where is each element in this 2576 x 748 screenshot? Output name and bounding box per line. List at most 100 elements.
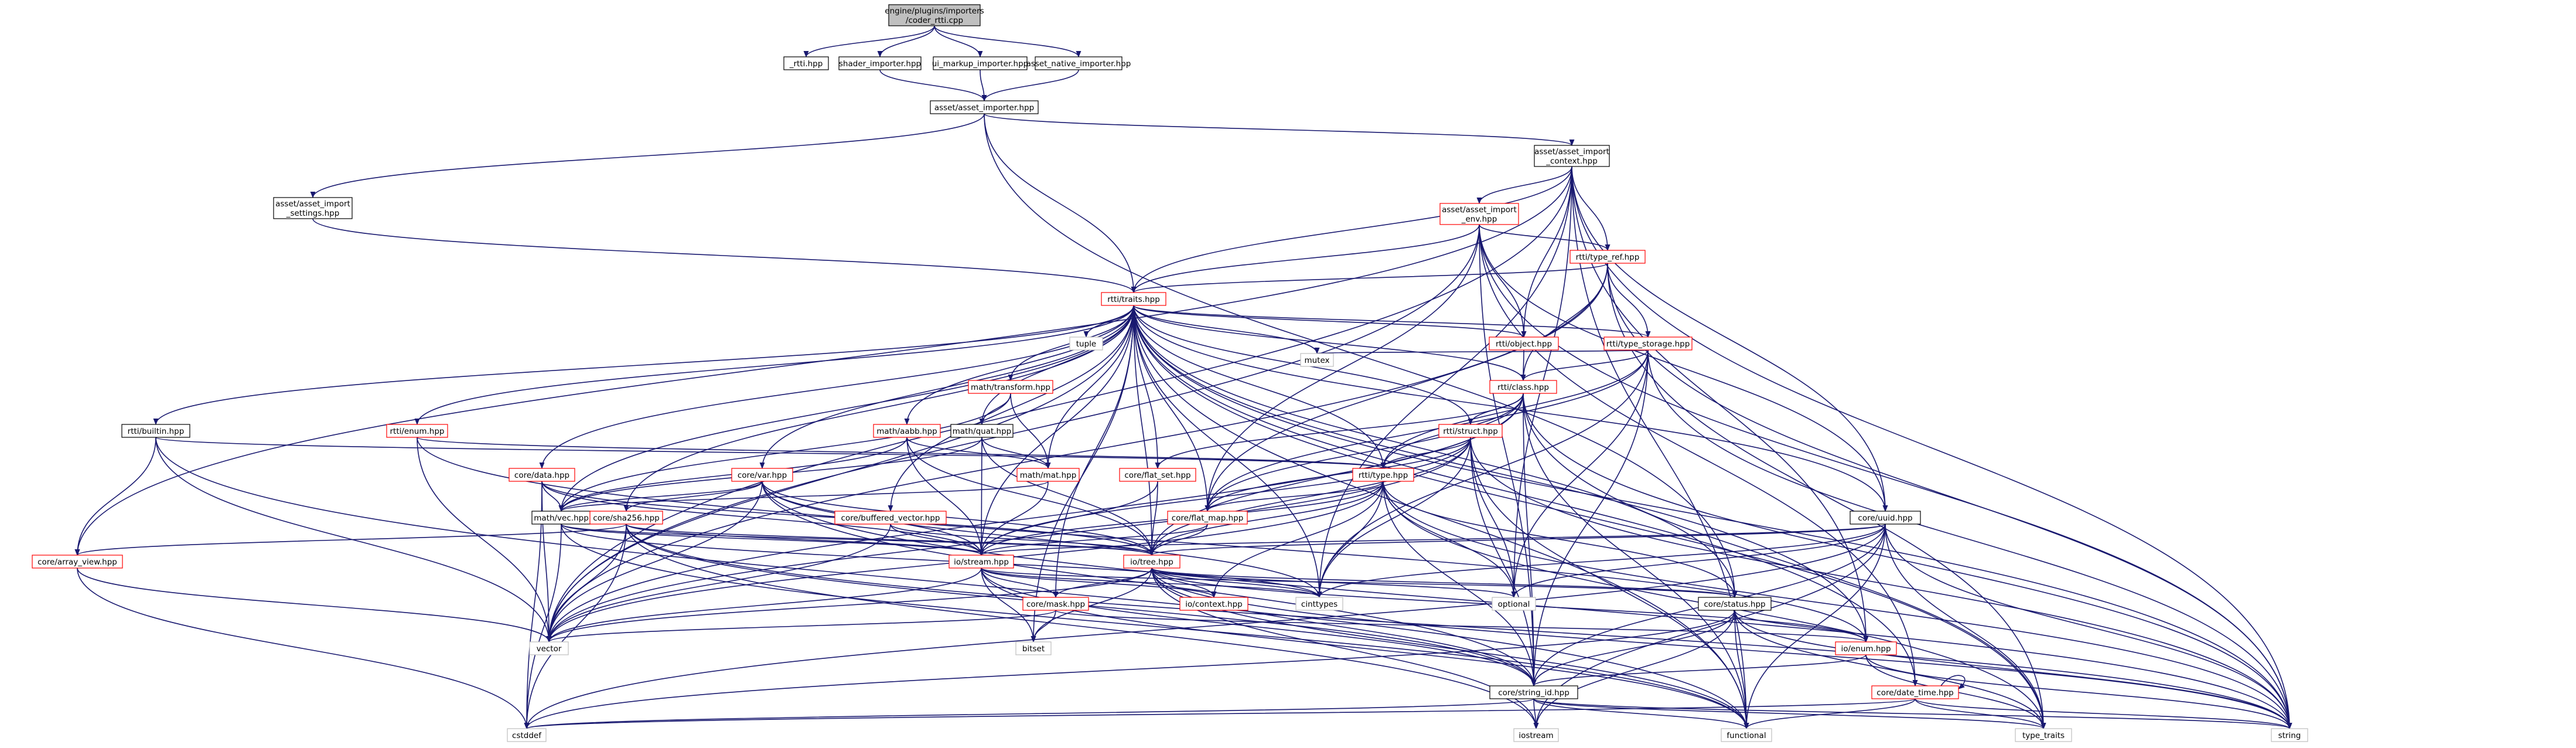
edge-builtin-to-rtti_type [155, 437, 1386, 470]
node-core-uuid[interactable]: core/uuid.hpp [1850, 511, 1921, 525]
node-shader-importer[interactable]: shader_importer.hpp [838, 56, 922, 70]
node-label: _context.hpp [1545, 157, 1598, 166]
node-core-var[interactable]: core/var.hpp [731, 468, 793, 482]
node-asset-import-env[interactable]: asset/asset_import_env.hpp [1439, 203, 1519, 225]
node-class[interactable]: rtti/class.hpp [1489, 380, 1557, 394]
edge-traits-to-vector [546, 305, 1134, 643]
edge-traits-to-functional [1133, 305, 1749, 730]
node-math-quat[interactable]: math/quat.hpp [950, 424, 1014, 438]
node-math-vec[interactable]: math/vec.hpp [531, 511, 591, 525]
edge-rtti_type-to-core_string_id [1383, 481, 1537, 687]
node-io-context[interactable]: io/context.hpp [1179, 597, 1248, 611]
node-core-status[interactable]: core/status.hpp [1698, 597, 1772, 611]
edge-traits-to-builtin [153, 305, 1134, 426]
edge-asset_importer-to-traits [984, 113, 1137, 294]
node-label: math/transform.hpp [971, 383, 1050, 392]
edge-asset_import_context-to-string [1571, 166, 2292, 730]
node-bitset[interactable]: bitset [1015, 641, 1052, 655]
node-asset-importer[interactable]: asset/asset_importer.hpp [930, 100, 1039, 114]
node-ui-markup[interactable]: ui_markup_importer.hpp [932, 56, 1029, 70]
node-core-sha256[interactable]: core/sha256.hpp [589, 511, 663, 525]
edge-core_status-to-string [1734, 610, 2292, 730]
node-tuple[interactable]: tuple [1069, 336, 1103, 351]
node-label: io/enum.hpp [1841, 644, 1891, 654]
edge-core_sha256-to-io_tree [626, 523, 1155, 556]
node-label: cstddef [512, 731, 542, 740]
edge-asset_import_env-to-vector [546, 224, 1480, 643]
node-core-string-id[interactable]: core/string_id.hpp [1489, 685, 1578, 699]
node-label: tuple [1076, 339, 1096, 349]
edge-struct-to-io_stream [978, 437, 1471, 556]
node-type-ref[interactable]: rtti/type_ref.hpp [1570, 250, 1646, 264]
edge-core_uuid-to-cinttypes [1316, 523, 1886, 599]
node-asset-native[interactable]: asset_native_importer.hpp [1026, 56, 1131, 70]
node-io-enum[interactable]: io/enum.hpp [1835, 641, 1897, 655]
edge-asset_import_env-to-core_flat_map [1205, 224, 1480, 512]
node-builtin[interactable]: rtti/builtin.hpp [121, 424, 190, 438]
node-math-aabb[interactable]: math/aabb.hpp [873, 424, 941, 438]
edge-math_quat-to-io_tree [981, 437, 1155, 556]
edge-math_vec-to-cstddef [524, 523, 562, 730]
node-type-traits[interactable]: type_traits [2015, 728, 2072, 742]
node-enum[interactable]: rtti/enum.hpp [386, 424, 448, 438]
node-rtti-type[interactable]: rtti/type.hpp [1352, 468, 1414, 482]
node-io-stream[interactable]: io/stream.hpp [948, 555, 1014, 569]
node-optional[interactable]: optional [1492, 597, 1536, 611]
edge-rtti_type-to-io_context [1211, 481, 1384, 599]
edge-core_date_time-to-functional [1744, 698, 1916, 730]
edge-type_ref-to-string [1607, 263, 2292, 730]
node-label: io/tree.hpp [1130, 557, 1173, 567]
node-type-storage[interactable]: rtti/type_storage.hpp [1603, 336, 1693, 351]
node-iostream[interactable]: iostream [1513, 728, 1559, 742]
node-core-mask[interactable]: core/mask.hpp [1022, 597, 1089, 611]
node-core-array-view[interactable]: core/array_view.hpp [32, 555, 123, 569]
node-core-data[interactable]: core/data.hpp [509, 468, 575, 482]
edge-traits-to-math_mat [1045, 305, 1134, 470]
node-core-buffered-vector[interactable]: core/buffered_vector.hpp [834, 511, 947, 525]
edge-asset_import_context-to-vector [546, 166, 1572, 643]
node-label: core/uuid.hpp [1858, 514, 1912, 523]
edge-math_aabb-to-io_tree [906, 437, 1155, 556]
node-cinttypes[interactable]: cinttypes [1295, 597, 1343, 611]
edge-traits-to-mutex [1133, 305, 1320, 355]
edge-core_mask-to-vector [546, 610, 1056, 643]
node-label: rtti/type.hpp [1359, 471, 1408, 480]
node-core-date-time[interactable]: core/date_time.hpp [1871, 685, 1959, 699]
node-asset-import-settings[interactable]: asset/asset_import_settings.hpp [273, 197, 353, 219]
edge-core_buffered_vector-to-vector [546, 523, 891, 643]
edge-core_buffered_vector-to-io_stream [890, 523, 984, 556]
edge-asset_import_context-to-object [1521, 166, 1572, 338]
node-core-flat-set[interactable]: core/flat_set.hpp [1119, 468, 1196, 482]
node-io-tree[interactable]: io/tree.hpp [1123, 555, 1180, 569]
node-string[interactable]: string [2271, 728, 2308, 742]
edge-traits-to-enum [414, 305, 1134, 426]
node-label: core/status.hpp [1704, 600, 1765, 609]
node-math-transform[interactable]: math/transform.hpp [968, 380, 1053, 394]
edge-class-to-type_traits [1523, 393, 2046, 730]
node-math-mat[interactable]: math/mat.hpp [1016, 468, 1080, 482]
edge-class-to-core_flat_set [1155, 393, 1524, 470]
node-mutex[interactable]: mutex [1300, 353, 1334, 367]
node-root[interactable]: engine/plugins/importers/coder_rtti.cpp [885, 4, 984, 26]
node-rtti[interactable]: _rtti.hpp [783, 56, 829, 70]
node-cstddef[interactable]: cstddef [507, 728, 547, 742]
node-traits[interactable]: rtti/traits.hpp [1101, 292, 1166, 306]
node-functional[interactable]: functional [1721, 728, 1772, 742]
node-vector[interactable]: vector [529, 641, 569, 655]
node-asset-import-context[interactable]: asset/asset_import_context.hpp [1534, 145, 1610, 167]
node-struct[interactable]: rtti/struct.hpp [1438, 424, 1503, 438]
edge-type_storage-to-optional [1511, 349, 1649, 599]
edge-core_uuid-to-io_stream [979, 523, 1886, 556]
edge-struct-to-cinttypes [1316, 437, 1471, 599]
node-object[interactable]: rtti/object.hpp [1489, 336, 1559, 351]
edge-asset_importer-to-core_status [984, 113, 1738, 599]
edge-type_storage-to-class [1520, 349, 1649, 382]
node-core-flat-map[interactable]: core/flat_map.hpp [1167, 511, 1248, 525]
edge-math_mat-to-math_vec [558, 481, 1049, 512]
edge-traits-to-core_var [759, 305, 1134, 470]
node-label: rtti/builtin.hpp [128, 427, 185, 436]
edge-type_ref-to-traits [1131, 263, 1608, 294]
node-label: engine/plugins/importers [885, 6, 984, 16]
edge-core_status-to-core_string_id [1531, 610, 1735, 687]
edge-core_flat_set-to-io_stream [978, 481, 1158, 556]
